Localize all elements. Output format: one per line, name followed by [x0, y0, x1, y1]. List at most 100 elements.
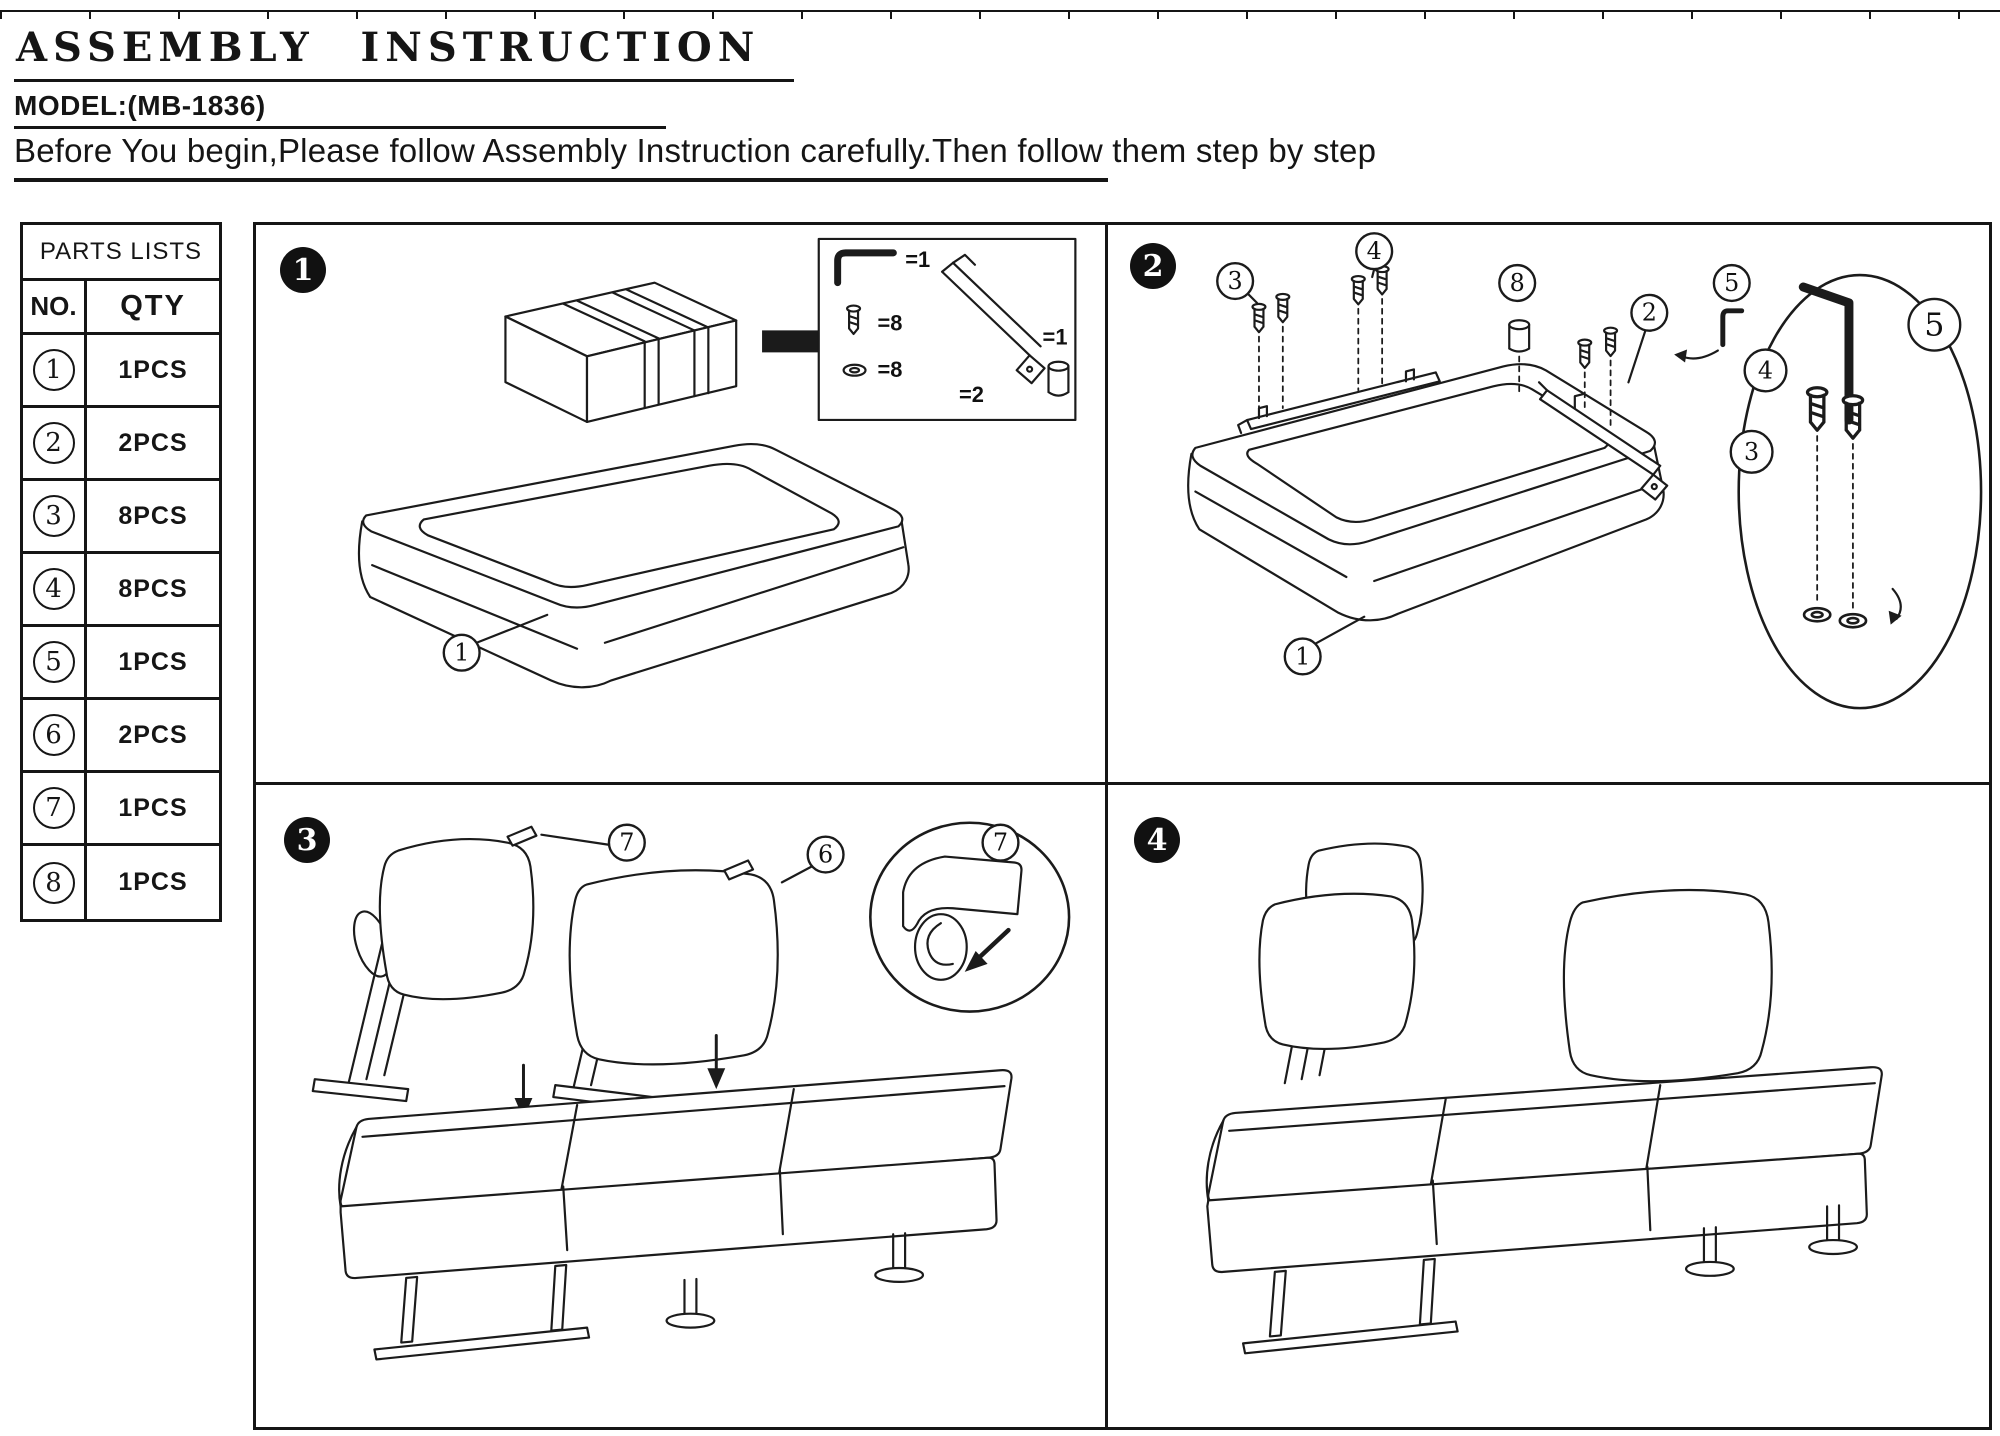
col-qty-header: QTY — [120, 290, 186, 322]
bracket-icon — [940, 253, 1046, 385]
col-no-header: NO. — [23, 281, 87, 332]
inset-callout-3: 3 — [1744, 438, 1759, 466]
inset-callout-7: 7 — [993, 829, 1008, 857]
inset-callout-4: 4 — [1758, 356, 1773, 384]
svg-text:4: 4 — [1367, 237, 1382, 265]
callout-label: 1 — [454, 639, 469, 667]
table-row: 1 1PCS — [23, 335, 219, 408]
part-number-circle: 4 — [32, 568, 75, 610]
page-top-rule — [0, 10, 2000, 19]
step-2-panel: 2 — [1108, 225, 1989, 785]
sofa-bench-drawing — [338, 1069, 1013, 1280]
table-row: 2 2PCS — [23, 408, 219, 481]
part-number-circle: 5 — [32, 641, 75, 683]
model-number: MODEL:(MB-1836) — [14, 90, 666, 129]
table-row: 5 1PCS — [23, 627, 219, 700]
screws-drawing — [1251, 265, 1619, 427]
callout-part-5: 5 — [1712, 263, 1751, 303]
mounting-rail-left — [1237, 368, 1441, 435]
part-qty: 1PCS — [118, 793, 188, 822]
part-number-circle: 8 — [32, 861, 75, 904]
sofa-legs-drawing — [1241, 1204, 1858, 1355]
washer-count: =8 — [877, 357, 902, 382]
step-4-badge: 4 — [1134, 817, 1180, 863]
step-1-drawing: =1 =8 =8 =2 =1 — [357, 237, 1077, 689]
table-row: 7 1PCS — [23, 773, 219, 846]
screw-count: =8 — [877, 310, 902, 335]
clip-tab — [723, 859, 755, 881]
callout-part-6: 6 — [780, 835, 845, 884]
callout-part-7: 7 — [540, 823, 646, 862]
pillow-small — [378, 837, 535, 1001]
svg-text:8: 8 — [1510, 269, 1525, 297]
callout-part-2: 2 — [1627, 293, 1669, 384]
svg-text:5: 5 — [1724, 269, 1739, 297]
backrest-left-drawing — [311, 825, 538, 1103]
pillow-large — [1562, 888, 1773, 1083]
callout-part-4: 4 — [1355, 232, 1394, 279]
part-qty: 2PCS — [118, 428, 188, 457]
carton-box-drawing — [504, 281, 738, 424]
step-3-badge: 3 — [284, 817, 330, 863]
pillow-large — [568, 869, 779, 1066]
sofa-assembled-drawing — [1205, 842, 1883, 1274]
part-number-circle: 3 — [32, 495, 75, 537]
bracket-count: =2 — [959, 382, 984, 407]
leg-bushing-count: =1 — [1043, 324, 1068, 349]
svg-text:2: 2 — [1642, 299, 1657, 327]
sofa-base-drawing — [1187, 363, 1665, 622]
parts-list-title: PARTS LISTS — [23, 225, 219, 281]
backrest-right-drawing — [552, 859, 779, 1111]
table-row: 4 8PCS — [23, 554, 219, 627]
part-qty: 8PCS — [118, 501, 188, 530]
step-3-panel: 3 — [256, 785, 1108, 1427]
pillow-medium — [1258, 892, 1416, 1051]
leg-bushing-icon — [1047, 360, 1070, 397]
clip-tab — [506, 825, 538, 847]
allen-key-icon — [1798, 282, 1854, 425]
callout-part-3: 3 — [1216, 261, 1259, 304]
intro-note: Before You begin,Please follow Assembly … — [14, 132, 1377, 169]
arrow-down-icon — [707, 1033, 726, 1090]
step-3-drawing: 7 6 7 — [311, 821, 1071, 1361]
part-number-circle: 7 — [32, 787, 75, 829]
callout-part-1: 1 — [1283, 615, 1366, 676]
leg-bushing-icon — [1508, 319, 1531, 396]
page-title: ASSEMBLY INSTRUCTION — [14, 24, 795, 82]
sofa-base-drawing — [357, 442, 910, 689]
hardware-zoom-inset: 5 4 3 — [1729, 273, 1983, 710]
step-panels-grid: 1 =1 =8 — [253, 222, 1992, 1430]
step-1-panel: 1 =1 =8 — [256, 225, 1108, 785]
svg-text:6: 6 — [818, 841, 833, 869]
svg-text:3: 3 — [1228, 267, 1243, 295]
step-2-drawing: 3 4 8 2 5 — [1187, 232, 1983, 710]
step-4-panel: 4 — [1108, 785, 1989, 1427]
parts-list-header: NO. QTY — [23, 281, 219, 335]
svg-text:1: 1 — [1295, 642, 1310, 670]
step-1-badge: 1 — [280, 247, 326, 293]
part-qty: 8PCS — [118, 574, 188, 603]
table-row: 3 8PCS — [23, 481, 219, 554]
sofa-legs-drawing — [373, 1232, 925, 1361]
step-2-badge: 2 — [1130, 243, 1176, 289]
inset-callout-5: 5 — [1924, 308, 1944, 344]
callout-part-8: 8 — [1498, 263, 1537, 303]
allen-key-icon — [834, 249, 897, 287]
allen-key-icon — [1674, 308, 1745, 363]
part-number-circle: 6 — [32, 714, 75, 756]
part-qty: 1PCS — [118, 355, 188, 384]
clip-detail-inset: 7 — [869, 821, 1071, 1013]
part-qty: 1PCS — [118, 647, 188, 676]
part-qty: 2PCS — [118, 720, 188, 749]
parts-list-table: PARTS LISTS NO. QTY 1 1PCS 2 2PCS 3 8PCS… — [20, 222, 222, 922]
mounting-rail-right — [1537, 381, 1669, 501]
table-row: 8 1PCS — [23, 846, 219, 919]
step-4-drawing — [1205, 842, 1883, 1355]
svg-text:7: 7 — [619, 829, 634, 857]
allen-key-count: =1 — [905, 247, 930, 272]
part-qty: 1PCS — [118, 868, 188, 896]
table-row: 6 2PCS — [23, 700, 219, 773]
part-number-circle: 2 — [32, 422, 75, 464]
callout-part-1: 1 — [442, 613, 549, 672]
